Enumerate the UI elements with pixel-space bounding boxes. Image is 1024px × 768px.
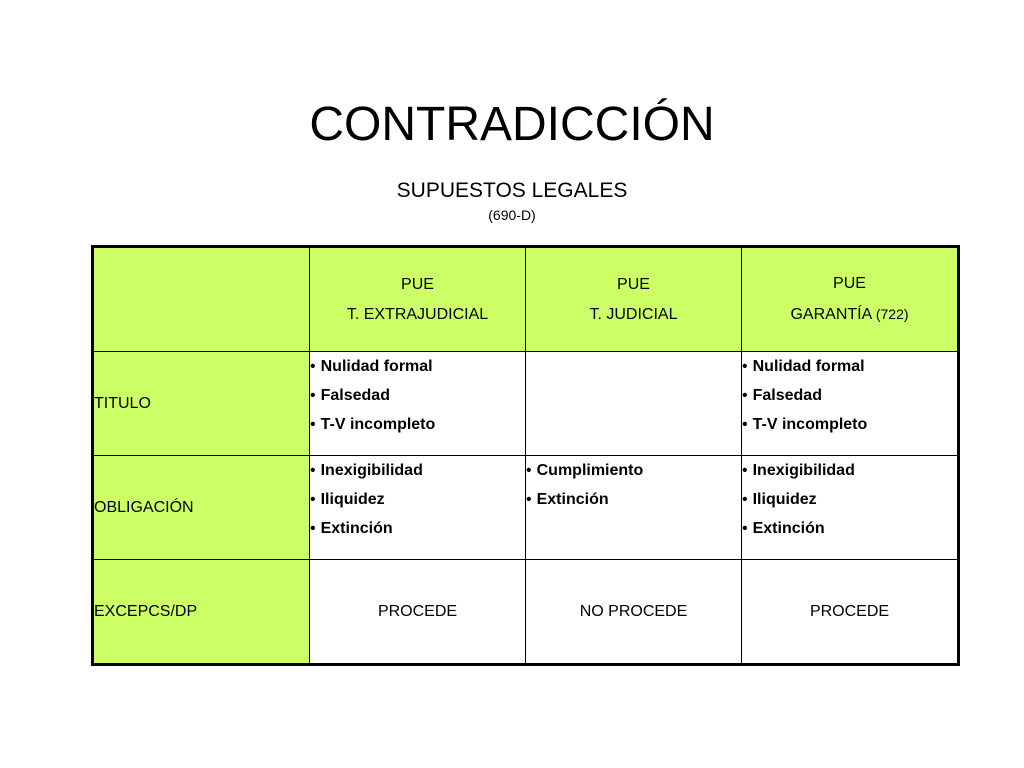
cell-obligacion-garantia: Inexigibilidad Iliquidez Extinción xyxy=(741,455,959,560)
table-row-obligacion: OBLIGACIÓN Inexigibilidad Iliquidez Exti… xyxy=(92,455,959,560)
row-label-obligacion: OBLIGACIÓN xyxy=(92,455,310,560)
list-item: Falsedad xyxy=(310,381,525,410)
slide-title: CONTRADICCIÓN xyxy=(309,98,715,151)
list-item: Extinción xyxy=(310,514,525,543)
bullet-list: Inexigibilidad Iliquidez Extinción xyxy=(310,456,525,543)
row-label-excepcs: EXCEPCS/DP xyxy=(92,559,310,665)
list-item: Falsedad xyxy=(742,381,957,410)
bullet-list: Nulidad formal Falsedad T-V incompleto xyxy=(310,352,525,439)
result-extrajudicial: PROCEDE xyxy=(309,559,526,665)
column-header-note: (722) xyxy=(875,306,909,322)
slide-subnote: (690-D) xyxy=(488,207,536,223)
result-garantia: PROCEDE xyxy=(741,559,959,665)
cell-titulo-judicial xyxy=(525,351,742,456)
list-item: T-V incompleto xyxy=(742,410,957,439)
column-header-label: GARANTÍA xyxy=(790,306,872,323)
corner-cell xyxy=(92,246,310,352)
list-item: Inexigibilidad xyxy=(742,456,957,485)
contradiccion-table: PUE T. EXTRAJUDICIAL PUE T. JUDICIAL PUE… xyxy=(91,245,960,666)
column-header-line2: T. EXTRAJUDICIAL xyxy=(346,305,489,323)
bullet-list: Cumplimiento Extinción xyxy=(526,456,741,514)
list-item: T-V incompleto xyxy=(310,410,525,439)
cell-titulo-extrajudicial: Nulidad formal Falsedad T-V incompleto xyxy=(309,351,526,456)
column-header-garantia: PUE GARANTÍA (722) xyxy=(741,246,959,352)
bullet-list: Inexigibilidad Iliquidez Extinción xyxy=(742,456,957,543)
column-header-line1: PUE xyxy=(401,275,434,293)
list-item: Extinción xyxy=(742,514,957,543)
column-header-judicial: PUE T. JUDICIAL xyxy=(525,246,742,352)
column-header-line2: GARANTÍA (722) xyxy=(742,299,957,330)
list-item: Iliquidez xyxy=(310,485,525,514)
bullet-list: Nulidad formal Falsedad T-V incompleto xyxy=(742,352,957,439)
row-label-titulo: TITULO xyxy=(92,351,310,456)
column-header-extrajudicial: PUE T. EXTRAJUDICIAL xyxy=(309,246,526,352)
list-item: Extinción xyxy=(526,485,741,514)
cell-obligacion-judicial: Cumplimiento Extinción xyxy=(525,455,742,560)
column-header-line2: T. JUDICIAL xyxy=(589,305,678,323)
table-header-row: PUE T. EXTRAJUDICIAL PUE T. JUDICIAL PUE… xyxy=(92,246,959,352)
slide-subtitle: SUPUESTOS LEGALES xyxy=(396,179,628,202)
column-header-line1: PUE xyxy=(833,275,866,292)
column-header-line1: PUE xyxy=(617,275,650,293)
list-item: Cumplimiento xyxy=(526,456,741,485)
cell-titulo-garantia: Nulidad formal Falsedad T-V incompleto xyxy=(741,351,959,456)
table-row-titulo: TITULO Nulidad formal Falsedad T-V incom… xyxy=(92,351,959,456)
list-item: Inexigibilidad xyxy=(310,456,525,485)
list-item: Iliquidez xyxy=(742,485,957,514)
list-item: Nulidad formal xyxy=(310,352,525,381)
table-row-excepcs: EXCEPCS/DP PROCEDE NO PROCEDE PROCEDE xyxy=(92,559,959,665)
cell-obligacion-extrajudicial: Inexigibilidad Iliquidez Extinción xyxy=(309,455,526,560)
list-item: Nulidad formal xyxy=(742,352,957,381)
result-judicial: NO PROCEDE xyxy=(525,559,742,665)
